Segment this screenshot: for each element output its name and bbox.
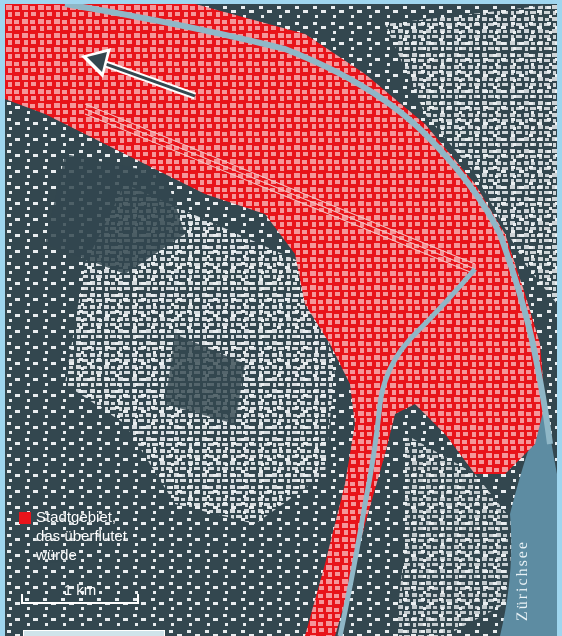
inset-map xyxy=(23,630,165,636)
scale-tick-right xyxy=(137,594,139,604)
flow-direction-arrow-icon xyxy=(81,48,197,100)
forest-area xyxy=(45,154,185,274)
urban-dense-south xyxy=(395,434,515,636)
map: Stadtgebiet, das überflutet würde 1 km Z… xyxy=(5,4,557,636)
scale-line xyxy=(21,602,139,604)
railway xyxy=(84,103,476,275)
scale-label: 1 km xyxy=(63,582,97,599)
scale-bar: 1 km xyxy=(21,582,139,606)
legend: Stadtgebiet, das überflutet würde xyxy=(19,508,127,565)
scale-tick-left xyxy=(21,594,23,604)
river-limmat xyxy=(64,4,553,445)
lake xyxy=(500,404,557,636)
flood-legend-swatch xyxy=(19,512,31,524)
map-canvas xyxy=(5,4,557,636)
urban-dense-north xyxy=(385,4,557,304)
river-sihl xyxy=(337,267,477,636)
legend-label: Stadtgebiet, das überflutet würde xyxy=(36,509,127,564)
forest-area xyxy=(165,334,245,424)
lake-label: Zürichsee xyxy=(514,540,531,622)
